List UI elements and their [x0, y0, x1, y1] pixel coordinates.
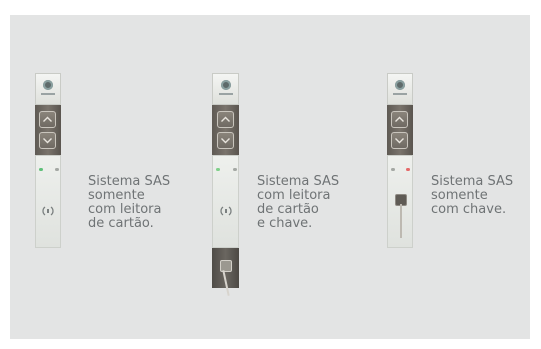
reader-panel: [387, 155, 413, 248]
status-led-green: [39, 168, 43, 171]
card-reader-icon: [219, 201, 232, 216]
device-header: [212, 73, 239, 105]
logo-icon: [220, 80, 231, 90]
status-led-gray: [55, 168, 59, 171]
reader-panel: [212, 155, 239, 248]
arrow-down-icon: [39, 132, 56, 149]
status-led-red: [406, 168, 410, 171]
arrow-up-icon: [39, 111, 56, 128]
logo-icon: [395, 80, 405, 90]
reader-panel: [35, 155, 61, 248]
arrow-up-icon: [217, 111, 234, 128]
device-key-only: [387, 73, 413, 248]
arrow-up-icon: [391, 111, 408, 128]
logo-icon: [43, 80, 53, 90]
device-card-only: [35, 73, 61, 248]
device-card-and-key: [212, 73, 239, 296]
key-lock-icon: [220, 260, 232, 272]
key-icon: [222, 270, 230, 296]
status-led-gray: [233, 168, 237, 171]
arrow-down-icon: [217, 132, 234, 149]
call-buttons-panel: [212, 105, 239, 155]
card-reader-icon: [42, 201, 54, 216]
device-header: [387, 73, 413, 105]
status-led-gray: [391, 168, 395, 171]
call-buttons-panel: [387, 105, 413, 155]
arrow-down-icon: [391, 132, 408, 149]
device-header: [35, 73, 61, 105]
status-led-green: [216, 168, 220, 171]
key-switch-panel: [212, 248, 239, 296]
key-icon: [400, 204, 402, 238]
call-buttons-panel: [35, 105, 61, 155]
